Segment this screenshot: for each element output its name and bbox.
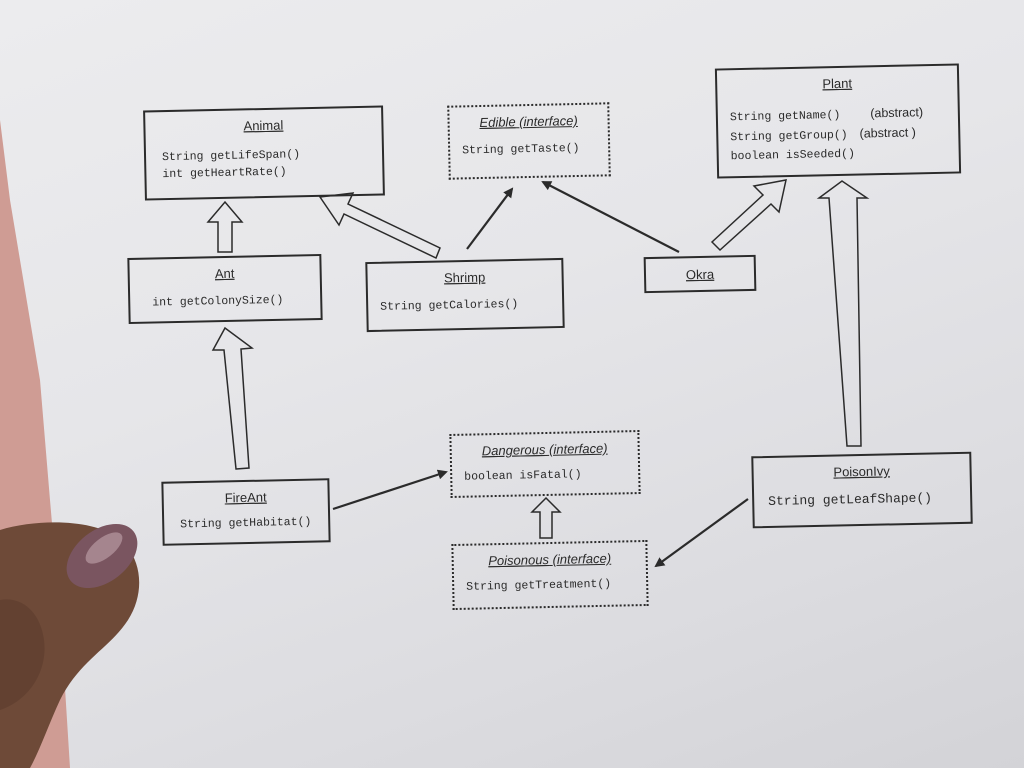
arrow-poisonivy-to-plant (816, 180, 870, 447)
method: int getColonySize() (152, 293, 284, 310)
arrow-ant-to-animal (206, 200, 244, 253)
interface-name: Poisonous (interface) (488, 550, 612, 569)
class-fireant: FireAnt String getHabitat() (161, 478, 331, 546)
method: boolean isSeeded() (730, 147, 856, 164)
method: String getTaste() (462, 141, 580, 158)
class-poisonivy: PoisonIvy String getLeafShape() (751, 451, 973, 529)
interface-dangerous: Dangerous (interface) boolean isFatal() (449, 430, 641, 498)
class-name: Ant (214, 265, 235, 282)
class-shrimp: Shrimp String getCalories() (365, 257, 565, 333)
arrow-shrimp-to-animal (318, 192, 441, 260)
abstract-note: (abstract ) (859, 125, 916, 141)
arrow-okra-to-plant (710, 179, 787, 252)
class-name: Shrimp (443, 269, 486, 286)
interface-name: Edible (interface) (479, 112, 578, 131)
method: String getHabitat() (180, 515, 312, 532)
method: String getCalories() (380, 297, 519, 314)
class-name: Plant (822, 75, 853, 92)
abstract-note: (abstract) (870, 105, 924, 121)
arrow-poisonous-to-dangerous (530, 496, 562, 539)
interface-poisonous: Poisonous (interface) String getTreatmen… (451, 539, 649, 611)
arrow-fireant-to-dangerous (332, 469, 448, 511)
method: int getHeartRate() (162, 165, 287, 182)
class-plant: Plant String getName()(abstract) String … (714, 63, 962, 179)
class-name: Okra (685, 266, 715, 283)
class-animal: Animal String getLifeSpan() int getHeart… (143, 105, 385, 201)
arrow-fireant-to-ant (211, 326, 255, 470)
method: boolean isFatal() (464, 468, 582, 484)
arrow-okra-to-edible (541, 181, 680, 253)
arrow-poisonivy-to-poisonous (654, 498, 749, 568)
class-okra: Okra (643, 254, 757, 294)
arrow-shrimp-to-edible (466, 187, 514, 250)
class-name: PoisonIvy (833, 463, 890, 480)
interface-edible: Edible (interface) String getTaste() (447, 102, 611, 180)
class-name: Animal (243, 117, 284, 134)
method: String getTreatment() (466, 577, 612, 594)
class-name: FireAnt (224, 489, 267, 506)
hand (0, 522, 140, 768)
class-ant: Ant int getColonySize() (127, 253, 323, 325)
interface-name: Dangerous (interface) (481, 440, 608, 459)
method: String getLeafShape() (768, 490, 933, 509)
